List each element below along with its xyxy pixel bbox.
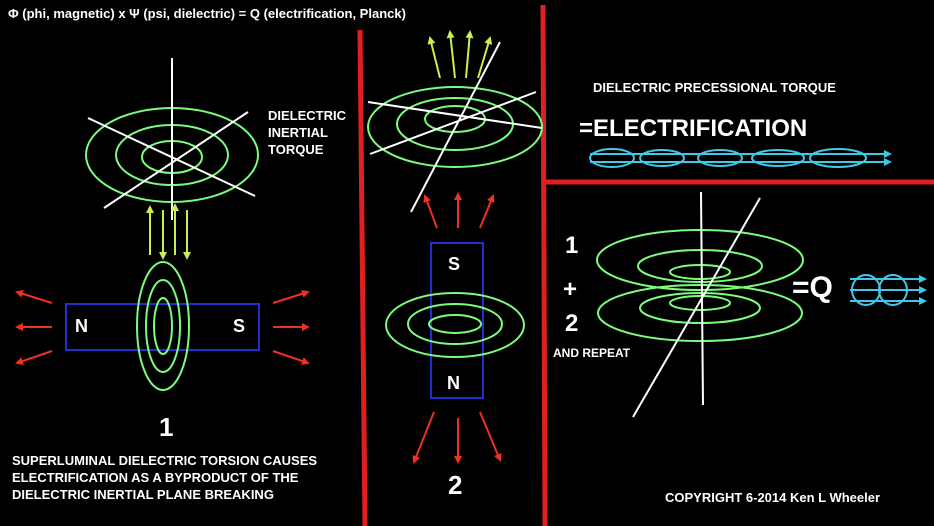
panel4-step1: 1 [565, 232, 579, 259]
field-ring [639, 292, 761, 324]
arrow-up [446, 30, 456, 79]
panel4-fields [596, 229, 804, 342]
field-ring [407, 303, 503, 345]
field-ring [153, 297, 173, 355]
panel1-magnet [65, 303, 260, 351]
panel3-title: DIELECTRIC PRECESSIONAL TORQUE [593, 80, 836, 95]
panel1-torque-label: DIELECTRIC INERTIAL TORQUE [268, 108, 346, 157]
arrow-out [15, 350, 53, 365]
divider-left [357, 29, 368, 526]
panel4-repeat: AND REPEAT [553, 346, 631, 360]
axis-line [369, 91, 537, 155]
header-equation: Φ (phi, magnetic) x Ψ (psi, dielectric) … [8, 6, 406, 21]
panel1-torque-axes [87, 58, 256, 220]
arrow-down [412, 411, 435, 464]
panel2-top-axes [367, 41, 543, 213]
panel1-caption: SUPERLUMINAL DIELECTRIC TORSION CAUSES E… [12, 453, 318, 502]
panel1-magnet-rings [136, 261, 190, 391]
flow-loop [697, 149, 743, 167]
panel1-north-label: N [75, 316, 88, 336]
panel3-electrification-flow [589, 148, 892, 168]
arrow-out [272, 289, 310, 304]
arrow-up [423, 194, 438, 229]
panel1-red-arrows [15, 289, 310, 365]
divider-right [540, 4, 548, 526]
axis-line [632, 197, 761, 418]
panel2-south-label: S [448, 254, 461, 274]
flow-loop [589, 148, 635, 168]
field-ring [136, 261, 190, 391]
panel4-plus: + [563, 276, 578, 303]
panel-dividers [357, 4, 934, 526]
axis-line [103, 111, 249, 209]
axis-line [410, 41, 501, 213]
axis-line [367, 101, 543, 129]
panel1-yellow-arrows [146, 203, 191, 260]
field-ring [597, 284, 803, 342]
flow-loop [751, 149, 805, 167]
arrow-up [479, 194, 495, 229]
panel1-number: 1 [159, 412, 174, 442]
arrow-up [427, 36, 441, 79]
arrow-out [272, 350, 310, 365]
panel2-mid-red-arrows [423, 192, 495, 229]
field-ring [145, 279, 181, 373]
panel2-number: 2 [448, 470, 463, 500]
panel4-q-flow [850, 274, 927, 306]
panel3-result: =ELECTRIFICATION [579, 115, 808, 142]
axis-line [87, 117, 256, 197]
panel4-result: =Q [792, 271, 833, 304]
arrow-out [15, 289, 53, 304]
panel2-top-yellow-arrows [427, 30, 493, 79]
field-ring [669, 295, 731, 311]
panel2-north-label: N [447, 373, 460, 393]
field-ring [385, 292, 525, 358]
panel1-south-label: S [233, 316, 246, 336]
arrow-up [465, 30, 474, 79]
arrow-down [479, 411, 502, 462]
panel2-magnet-field [385, 292, 525, 358]
field-ring [669, 264, 731, 280]
footer-copyright: COPYRIGHT 6-2014 Ken L Wheeler [665, 490, 881, 505]
field-ring [596, 229, 804, 291]
arrow-up [477, 36, 493, 79]
field-ring [637, 249, 763, 283]
panel4-step2: 2 [565, 310, 579, 337]
field-ring [428, 314, 482, 334]
flow-loop [809, 148, 867, 168]
flow-loop [639, 149, 685, 167]
panel4-axes [632, 191, 761, 418]
flow-loop [878, 274, 908, 306]
panel2-bottom-red-arrows [412, 411, 502, 464]
